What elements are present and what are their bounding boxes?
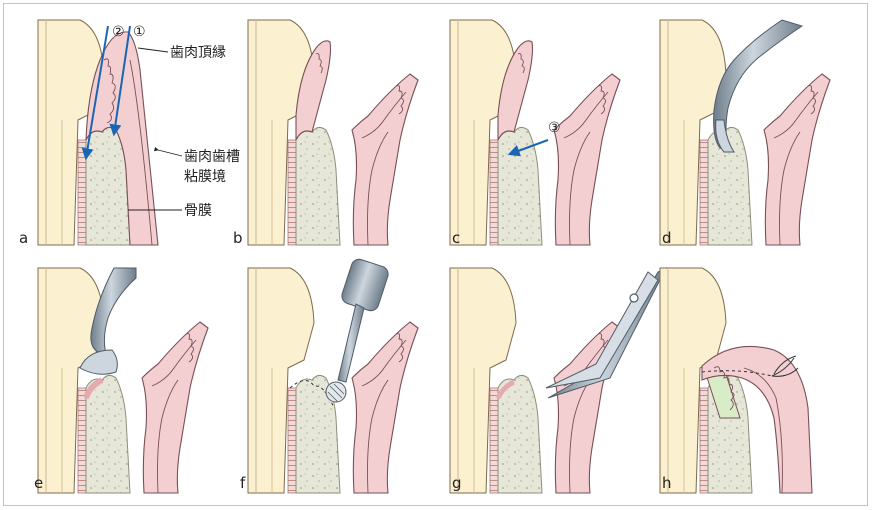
panel-f: [248, 257, 418, 493]
panel-c: [450, 20, 620, 245]
panel-h-letter: h: [662, 474, 672, 492]
panel-b-letter: b: [233, 229, 243, 247]
step-2-label: ②: [112, 24, 125, 40]
panel-g-letter: g: [452, 474, 462, 492]
periosteum-label: 骨膜: [184, 203, 212, 219]
panel-d-letter: d: [662, 229, 672, 247]
panel-a: [38, 20, 182, 245]
panel-b: [248, 20, 418, 245]
panel-c-letter: c: [452, 229, 460, 247]
panel-h: [660, 268, 812, 493]
panel-f-letter: f: [240, 474, 246, 492]
panel-g: [450, 268, 666, 493]
panel-e-letter: e: [34, 474, 43, 492]
gingival-margin-label: 歯肉頂縁: [170, 45, 226, 61]
mgj-label-line2: 粘膜境: [184, 169, 226, 185]
panel-a-letter: a: [19, 229, 28, 247]
step-3-label: ③: [548, 120, 561, 136]
panel-e: [38, 268, 208, 493]
panel-d: [660, 20, 830, 245]
step-1-label: ①: [133, 24, 146, 40]
mgj-label-line1: 歯肉歯槽: [184, 149, 240, 165]
